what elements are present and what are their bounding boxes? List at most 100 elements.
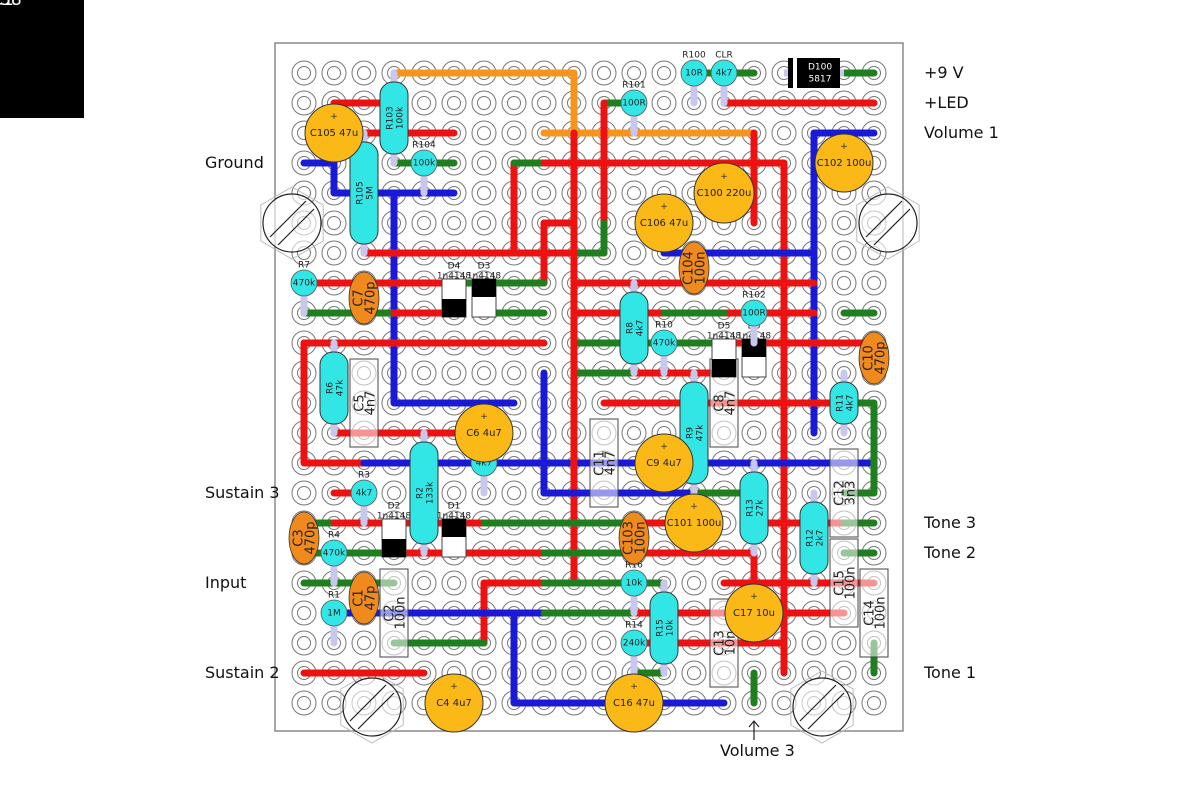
pad-ring-inner: [297, 66, 311, 80]
electrolytic-plus-marker: +: [630, 682, 638, 692]
pot-slot-line: [799, 684, 837, 722]
electrolytic-label: C9 4u7: [646, 458, 682, 469]
pad: [471, 120, 497, 146]
pad-ring-inner: [627, 426, 641, 440]
pad-ring-outer: [801, 630, 827, 656]
pad: [621, 180, 647, 206]
ceramic-cap-body: [348, 571, 380, 625]
label-input: Input: [205, 573, 247, 592]
resistor-value: 4k7: [636, 320, 646, 337]
ceramic-cap-value: 470p: [874, 341, 889, 374]
pad: [351, 630, 377, 656]
pad: [291, 690, 317, 716]
pad: [411, 210, 437, 236]
resistor-ref: R7: [298, 261, 310, 271]
diode-value: 1n4148: [437, 512, 472, 522]
electrolytic-body: [724, 583, 784, 643]
pad-ring-inner: [477, 666, 491, 680]
resistor-ref: R1: [328, 591, 340, 601]
electrolytic-capacitor-c100: +C100 220u: [693, 162, 755, 224]
pad-ring-outer: [471, 360, 497, 386]
label-volume-3: Volume 3: [720, 741, 795, 760]
diode-value: 1n4148: [377, 512, 412, 522]
pad: [621, 60, 647, 86]
electrolytic-body: [634, 433, 694, 493]
pad-ring-outer: [441, 570, 467, 596]
pad-ring-outer: [531, 660, 557, 686]
pad-ring-inner: [657, 96, 671, 110]
resistor-body: [739, 471, 769, 545]
pad: [651, 60, 677, 86]
resistor-value: 10k: [666, 619, 676, 636]
electrolytic-label: C16 47u: [613, 698, 655, 709]
resistor-body: [409, 441, 439, 545]
resistor-value: 1M: [327, 609, 341, 619]
pad-ring-inner: [507, 126, 521, 140]
ceramic-cap-ref: C104: [682, 251, 697, 285]
electrolytic-label: C4 4u7: [436, 698, 472, 709]
electrolytic-plus-marker: +: [450, 682, 458, 692]
film-cap-value: 4n7: [724, 391, 739, 416]
pad-ring-inner: [327, 216, 341, 230]
resistor-value: 100k: [396, 106, 406, 129]
pot-tone-1: [790, 670, 854, 744]
resistor-body: [410, 149, 438, 177]
wire-green: [840, 399, 878, 497]
pad: [501, 90, 527, 116]
pad-ring-outer: [291, 90, 317, 116]
pad: [411, 360, 437, 386]
resistor-ref: R13: [746, 499, 756, 517]
electrolytic-body: [454, 403, 514, 463]
pad: [621, 420, 647, 446]
electrolytic-capacitor-c102: +C102 100u: [814, 133, 874, 193]
pad-ring-outer: [441, 90, 467, 116]
label-volume-1: Volume 1: [924, 123, 999, 142]
pad: [351, 60, 377, 86]
pad-ring-inner: [477, 186, 491, 200]
film-cap-body: [859, 568, 889, 658]
pad: [531, 660, 557, 686]
wire-orange: [390, 69, 758, 137]
pad: [861, 270, 887, 296]
pad-ring-inner: [567, 666, 581, 680]
diode-ref: D3: [478, 262, 491, 272]
resistor-value: 27k: [756, 499, 766, 516]
pot-nut-hexagon: [340, 670, 404, 744]
pad-ring-inner: [507, 96, 521, 110]
pad: [591, 630, 617, 656]
resistor-ref: R11: [836, 394, 846, 412]
pad: [321, 240, 347, 266]
pad-ring-outer: [531, 180, 557, 206]
pad-ring-inner: [417, 96, 431, 110]
resistor-value: 4k7: [356, 489, 373, 499]
pad-ring-inner: [327, 246, 341, 260]
ceramic-cap-body: [348, 271, 380, 325]
pad-ring-inner: [657, 66, 671, 80]
pad-ring-inner: [687, 576, 701, 590]
pad-ring-outer: [321, 60, 347, 86]
pad: [411, 90, 437, 116]
resistor-body: [680, 59, 708, 87]
pot-slot-line: [269, 200, 307, 238]
pad: [501, 480, 527, 506]
pad-ring-inner: [597, 66, 611, 80]
pad: [441, 480, 467, 506]
diode-ref: D5: [718, 322, 731, 332]
ceramic-cap-ref: C103: [622, 521, 637, 555]
film-cap-ref: C14: [863, 600, 878, 626]
film-cap-value: 10n: [724, 631, 739, 656]
film-cap-body: [829, 538, 859, 628]
pad-ring-outer: [501, 480, 527, 506]
pad: [291, 60, 317, 86]
diode-value: 1n4148: [707, 332, 742, 342]
pad-ring-outer: [561, 660, 587, 686]
pad: [501, 120, 527, 146]
pad: [831, 210, 857, 236]
